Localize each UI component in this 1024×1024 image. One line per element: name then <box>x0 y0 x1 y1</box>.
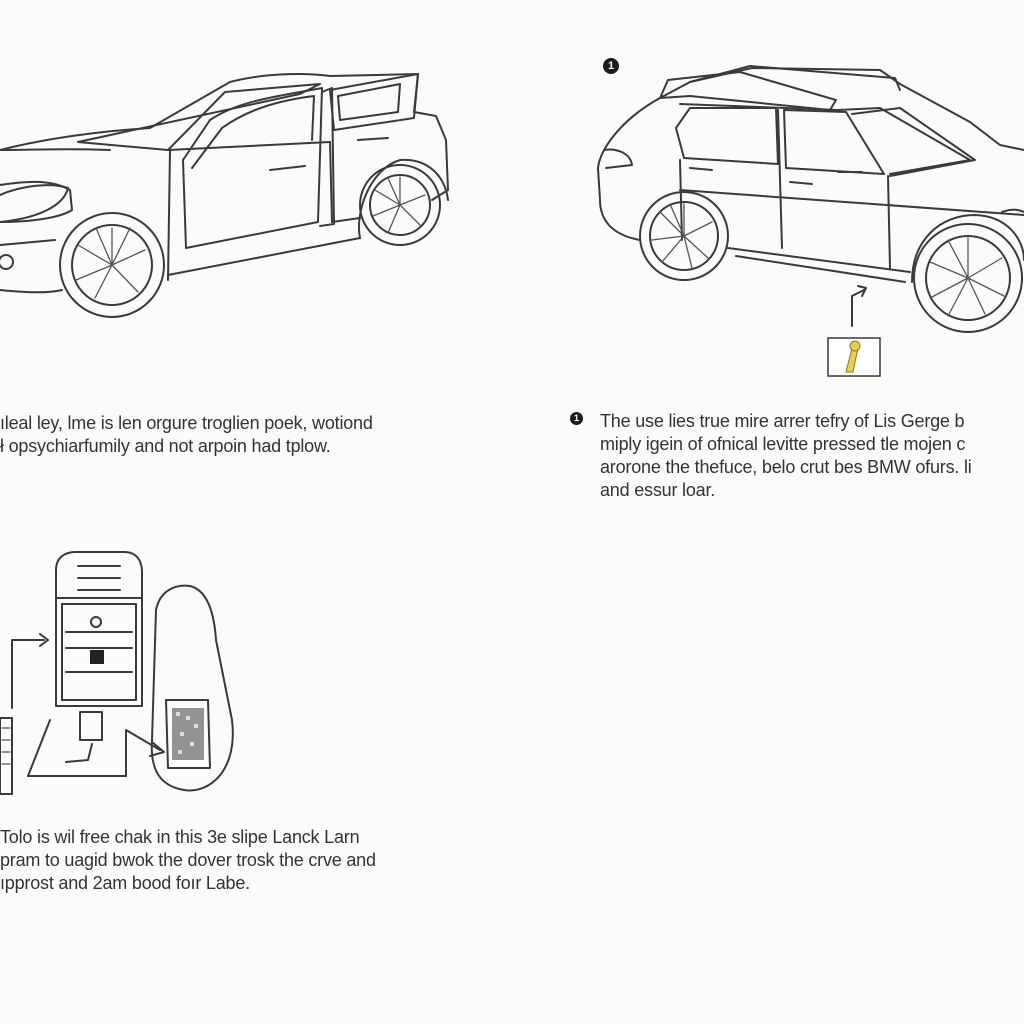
caption-line: The use lies true mire arrer tefry of Li… <box>600 411 965 431</box>
caption-line: Tolo is wil free chak in this 3e slipe L… <box>0 827 360 847</box>
caption-bottom-left: Tolo is wil free chak in this 3e slipe L… <box>0 826 376 895</box>
caption-line: ıpprost and 2am bood foır Labe. <box>0 873 250 893</box>
key-fob-illustration <box>0 551 234 795</box>
caption-line: and essur loar. <box>600 480 716 500</box>
key-icon <box>827 337 881 377</box>
caption-line: ł opsychiarfumily and not arpoin had tpl… <box>0 436 331 456</box>
step-marker-caption: 1 <box>570 412 583 425</box>
step-marker-1: 1 <box>603 58 619 74</box>
caption-line: arorone the thefuce, belo crut bes BMW o… <box>600 457 972 477</box>
caption-line: miply igein of ofnical levitte pressed t… <box>600 434 966 454</box>
caption-line: ıleal ley, lme is len orgure troglien po… <box>0 413 373 433</box>
caption-left-top: ıleal ley, lme is len orgure troglien po… <box>0 412 373 458</box>
arrow-icon <box>851 289 865 327</box>
suv-illustration <box>597 65 1024 333</box>
caption-right-top: The use lies true mire arrer tefry of Li… <box>600 410 1024 502</box>
sedan-open-door-illustration <box>0 73 449 318</box>
caption-line: pram to uagid bwok the dover trosk the c… <box>0 850 376 870</box>
